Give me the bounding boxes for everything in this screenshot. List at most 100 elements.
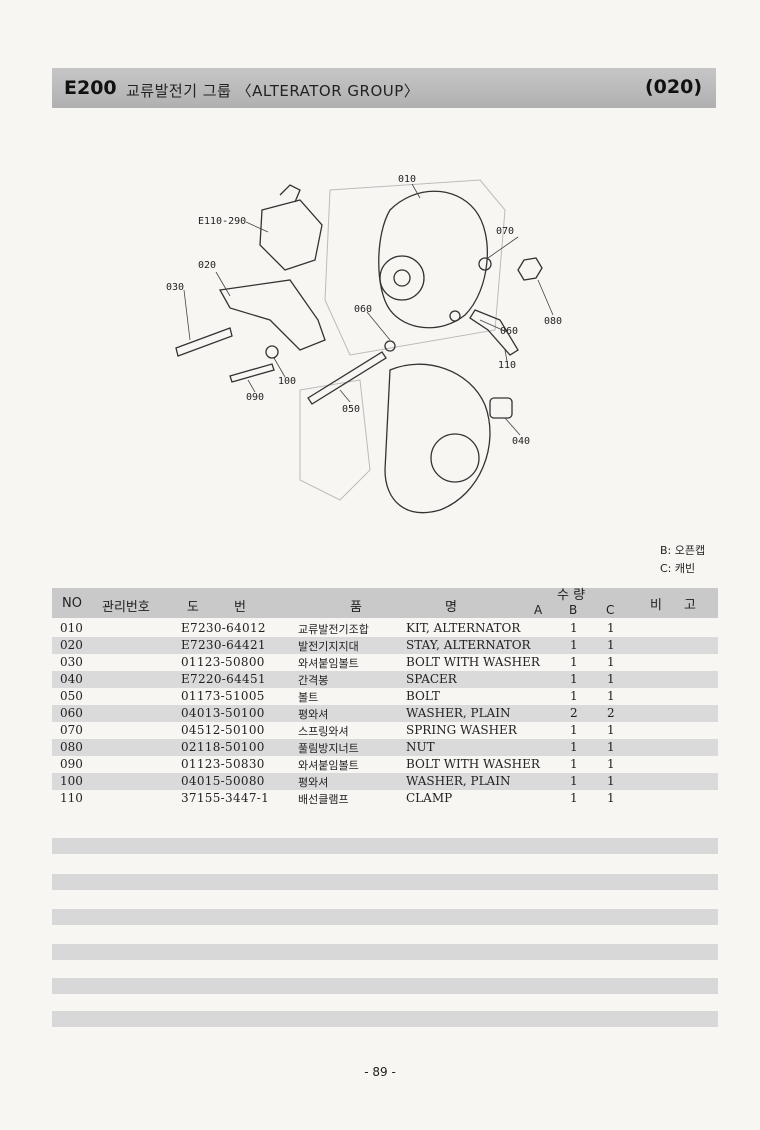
row-qty-c: 1	[607, 655, 615, 669]
header-qty-a: A	[534, 603, 543, 617]
page-number: - 89 -	[364, 1065, 396, 1079]
callout-110: 110	[498, 360, 516, 371]
bolt-030	[175, 327, 233, 357]
alternator-pulley	[379, 255, 425, 301]
water-outlet-pipe	[279, 184, 301, 203]
row-korean-name: 와셔붙임볼트	[298, 657, 359, 670]
header-qty-c: C	[606, 603, 615, 617]
alternator-body	[378, 190, 488, 329]
empty-row-band	[52, 838, 718, 854]
row-no: 080	[60, 740, 83, 754]
nut-080	[517, 257, 543, 281]
callout-050: 050	[342, 404, 360, 415]
section-header: E200 교류발전기 그룹 〈ALTERATOR GROUP〉 (020)	[52, 68, 716, 108]
callout-100: 100	[278, 376, 296, 387]
row-qty-b: 1	[570, 689, 578, 703]
bolt-050	[307, 351, 387, 405]
alternator-exploded-diagram: E110-290 010 020 030 070 080 060 060 110…	[166, 174, 562, 514]
section-title: 교류발전기 그룹 〈ALTERATOR GROUP〉	[126, 82, 420, 100]
row-qty-c: 1	[607, 757, 615, 771]
row-english-name: BOLT WITH WASHER	[406, 655, 540, 669]
row-english-name: KIT, ALTERNATOR	[406, 621, 521, 635]
pulley-hub	[393, 269, 411, 287]
row-qty-b: 1	[570, 774, 578, 788]
row-no: 030	[60, 655, 83, 669]
row-no: 110	[60, 791, 83, 805]
row-part-number: 01123-50830	[181, 757, 265, 771]
washer-060-left	[384, 340, 396, 352]
row-qty-b: 1	[570, 740, 578, 754]
row-korean-name: 볼트	[298, 691, 319, 704]
row-qty-c: 1	[607, 723, 615, 737]
row-qty-b: 1	[570, 791, 578, 805]
callout-020: 020	[198, 260, 216, 271]
wire-clamp-110	[469, 309, 519, 356]
row-english-name: STAY, ALTERNATOR	[406, 638, 531, 652]
row-english-name: WASHER, PLAIN	[406, 774, 511, 788]
header-myeong: 명	[445, 600, 457, 615]
header-do: 도	[187, 600, 199, 615]
row-part-number: 37155-3447-1	[181, 791, 270, 805]
row-no: 010	[60, 621, 83, 635]
row-korean-name: 교류발전기조합	[298, 623, 369, 636]
callout-060-right: 060	[500, 326, 518, 337]
row-part-number: 04512-50100	[181, 723, 265, 737]
row-qty-b: 1	[570, 723, 578, 737]
row-part-number: E7230-64421	[181, 638, 266, 652]
row-qty-c: 1	[607, 740, 615, 754]
row-part-number: E7230-64012	[181, 621, 266, 635]
empty-row-band	[52, 909, 718, 925]
row-part-number: 04013-50100	[181, 706, 265, 720]
empty-row-band	[52, 978, 718, 994]
row-korean-name: 평와셔	[298, 708, 329, 721]
row-english-name: SPACER	[406, 672, 457, 686]
row-qty-c: 1	[607, 774, 615, 788]
washer-060-right	[449, 310, 461, 322]
row-qty-c: 1	[607, 621, 615, 635]
header-bi: 비	[650, 598, 662, 613]
row-korean-name: 간격봉	[298, 674, 329, 687]
callout-070: 070	[496, 226, 514, 237]
row-english-name: WASHER, PLAIN	[406, 706, 511, 720]
row-qty-c: 1	[607, 791, 615, 805]
row-no: 040	[60, 672, 83, 686]
header-beon: 번	[234, 600, 246, 615]
row-english-name: CLAMP	[406, 791, 453, 805]
row-part-number: 01173-51005	[181, 689, 265, 703]
header-qty: 수 량	[557, 588, 586, 603]
row-qty-c: 1	[607, 689, 615, 703]
row-korean-name: 발전기지지대	[298, 640, 359, 653]
row-no: 020	[60, 638, 83, 652]
callout-090: 090	[246, 392, 264, 403]
header-no: NO	[62, 596, 82, 611]
parts-table-header: NO 관리번호 도 번 품 명 수 량 A B C 비 고	[52, 588, 718, 618]
row-english-name: BOLT WITH WASHER	[406, 757, 540, 771]
row-korean-name: 배선클램프	[298, 793, 349, 806]
alternator-stay-bracket	[218, 279, 326, 351]
bolt-090	[229, 363, 275, 383]
row-part-number: E7220-64451	[181, 672, 266, 686]
spacer-040	[489, 397, 513, 419]
empty-row-band	[52, 944, 718, 960]
row-english-name: BOLT	[406, 689, 440, 703]
row-korean-name: 평와셔	[298, 776, 329, 789]
row-qty-b: 2	[570, 706, 578, 720]
header-qty-b: B	[569, 603, 578, 617]
legend-c: C: 캐빈	[660, 562, 696, 575]
housing-bore	[430, 433, 480, 483]
section-code: E200	[64, 77, 117, 99]
callout-010: 010	[398, 174, 416, 185]
row-qty-b: 1	[570, 638, 578, 652]
row-english-name: SPRING WASHER	[406, 723, 517, 737]
group-number: (020)	[644, 76, 702, 98]
washer-100	[265, 345, 279, 359]
background-housing-outline	[299, 379, 371, 501]
header-pum: 품	[350, 600, 362, 615]
